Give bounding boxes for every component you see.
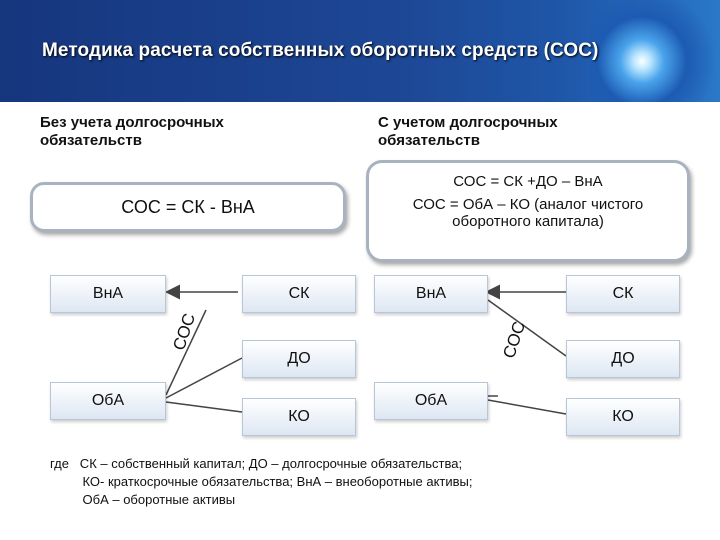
right-oba-cell: ОбА (374, 382, 488, 420)
left-do-cell: ДО (242, 340, 356, 378)
legend-text: где СК – собственный капитал; ДО – долго… (50, 455, 472, 509)
left-sk-cell: СК (242, 275, 356, 313)
right-ko-cell: КО (566, 398, 680, 436)
legend-line1: где СК – собственный капитал; ДО – долго… (50, 455, 472, 473)
left-oba-do-line (166, 358, 242, 398)
legend-line2: КО- краткосрочные обязательства; ВнА – в… (50, 473, 472, 491)
left-oba-cell: ОбА (50, 382, 166, 420)
right-vna-cell: ВнА (374, 275, 488, 313)
left-ko-cell: КО (242, 398, 356, 436)
right-sk-cell: СК (566, 275, 680, 313)
right-oba-ko-line (488, 400, 566, 414)
legend-line3: ОбА – оборотные активы (50, 491, 472, 509)
left-oba-ko-line (166, 402, 242, 412)
left-vna-cell: ВнА (50, 275, 166, 313)
right-do-cell: ДО (566, 340, 680, 378)
